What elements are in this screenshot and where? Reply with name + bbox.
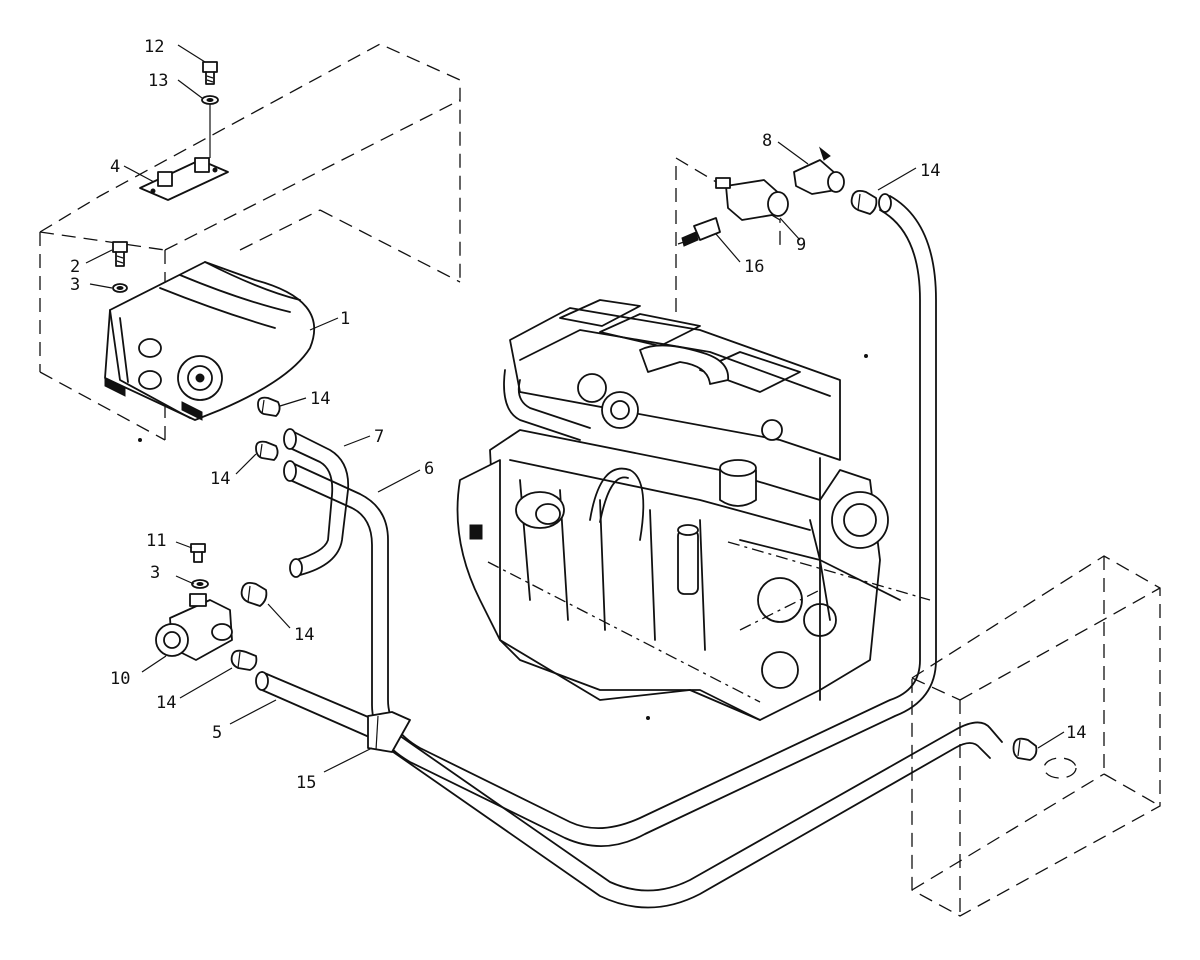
hose-clamp-lower [255,440,279,461]
hose-clamp-valve-upper [240,581,268,607]
speck [138,438,142,442]
tee-fitting-9 [715,177,789,221]
callout-14-heater-upper: 14 [310,389,330,409]
speck [646,716,650,720]
washer-13 [201,95,219,105]
temperature-sensor-16 [677,217,721,247]
hose-clamp-valve-lower [230,649,258,671]
callout-12: 12 [144,37,164,57]
callout-1: 1 [340,309,350,329]
callout-4: 4 [110,157,120,177]
callout-8: 8 [762,131,772,151]
callout-2: 2 [70,257,80,277]
callout-9: 9 [796,235,806,255]
callout-14-valve-upper: 14 [294,625,314,645]
bolt-2 [112,241,128,267]
callout-15: 15 [296,773,316,793]
callout-14-valve-lower: 14 [156,693,176,713]
elbow-fitting-8 [793,146,845,195]
bolt-12 [202,61,218,85]
hose-strap-15 [367,711,411,753]
callout-6: 6 [424,459,434,479]
hose-6 [283,193,937,847]
callout-11: 11 [146,531,166,551]
washer-3-lower [191,579,209,589]
hose-7 [283,428,350,578]
washer-3-upper [112,283,128,293]
engine-block [456,299,931,721]
leader-lines [85,44,1065,773]
hose-clamp-upper [257,396,281,417]
fitting-outline-dashed [675,156,781,312]
hose-clamp-upper-right [850,189,878,215]
callout-16: 16 [744,257,764,277]
callout-3-lower: 3 [150,563,160,583]
callout-7: 7 [374,427,384,447]
callout-14-fitting: 14 [920,161,940,181]
hose-5 [255,671,1003,909]
callout-13: 13 [148,71,168,91]
bracket-plate [139,100,229,201]
heater-core [104,261,316,421]
callout-14-tank: 14 [1066,723,1086,743]
callout-3-upper: 3 [70,275,80,295]
callout-5: 5 [212,723,222,743]
tank-enclosure-outline [911,555,1161,917]
callout-labels: 12 13 4 2 3 1 14 14 7 6 11 3 14 10 14 5 … [70,37,1086,793]
bolt-11 [190,543,206,563]
speck [864,354,868,358]
control-valve-10 [155,593,233,661]
hose-clamp-tank [1012,737,1077,779]
callout-14-heater-lower: 14 [210,469,230,489]
callout-10: 10 [110,669,130,689]
